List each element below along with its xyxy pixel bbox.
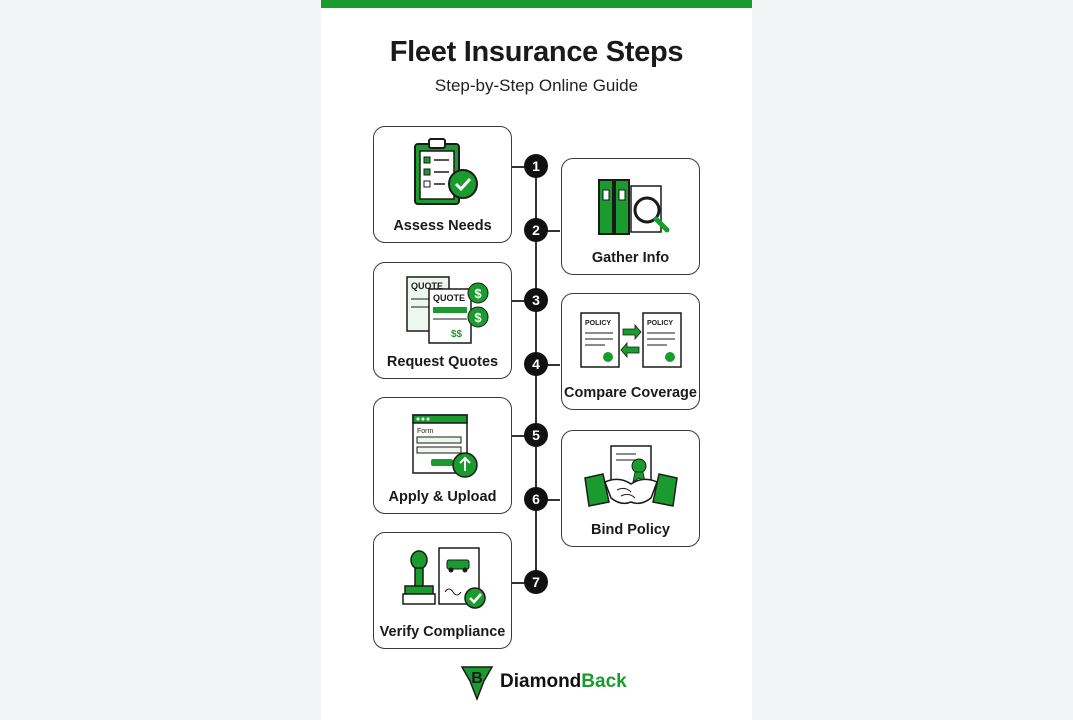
step-label-apply-upload: Apply & Upload — [388, 489, 497, 505]
step-card-gather-info: Gather Info — [561, 158, 700, 275]
step-card-verify-compliance: Verify Compliance — [373, 532, 512, 649]
step-number-7: 7 — [524, 570, 548, 594]
dollar-coin-1-text: $ — [474, 286, 482, 301]
brand-name-part1: Diamond — [500, 671, 582, 692]
handshake-certificate-icon — [583, 445, 678, 507]
step-card-request-quotes: QUOTE QUOTE $$ $ $ Request Quotes — [373, 262, 512, 379]
step-number-3: 3 — [524, 288, 548, 312]
form-text: Form — [417, 428, 434, 435]
step-card-compare-coverage: POLICY POLICY Compare Coverage — [561, 293, 700, 410]
quote-amount-text: $$ — [451, 329, 463, 340]
form-upload-icon: Form — [411, 414, 478, 478]
step-label-request-quotes: Request Quotes — [386, 354, 499, 370]
logo-letter: B — [471, 670, 483, 687]
step-label-assess-needs: Assess Needs — [393, 218, 492, 234]
connector-4 — [536, 364, 560, 366]
step-number-4: 4 — [524, 352, 548, 376]
diamondback-logo-icon: B — [460, 666, 494, 701]
policy-text-2: POLICY — [647, 320, 673, 327]
step-card-assess-needs: Assess Needs — [373, 126, 512, 243]
stamp-document-icon — [401, 547, 486, 609]
step-number-6: 6 — [524, 487, 548, 511]
brand-name: DiamondBack — [500, 671, 627, 693]
policy-compare-icon: POLICY POLICY — [579, 312, 682, 368]
step-number-5: 5 — [524, 423, 548, 447]
clipboard-checklist-icon — [413, 138, 478, 205]
dollar-coin-2-text: $ — [474, 310, 482, 325]
step-label-compare-coverage: Compare Coverage — [564, 385, 697, 401]
quote-text-1: QUOTE — [411, 281, 443, 291]
step-card-apply-upload: Form Apply & Upload — [373, 397, 512, 514]
top-accent-bar — [321, 0, 752, 8]
step-number-2: 2 — [524, 218, 548, 242]
step-card-bind-policy: Bind Policy — [561, 430, 700, 547]
connector-6 — [536, 499, 560, 501]
policy-text-1: POLICY — [585, 320, 611, 327]
quote-documents-icon: QUOTE QUOTE $$ $ $ — [405, 276, 488, 344]
step-label-bind-policy: Bind Policy — [591, 522, 670, 538]
step-label-verify-compliance: Verify Compliance — [379, 624, 506, 640]
brand-name-part2: Back — [581, 671, 627, 692]
infographic-canvas: Fleet Insurance Steps Step-by-Step Onlin… — [321, 0, 752, 720]
brand-logo: B DiamondBack — [460, 662, 627, 702]
step-label-gather-info: Gather Info — [591, 250, 670, 266]
connector-2 — [536, 230, 560, 232]
step-number-1: 1 — [524, 154, 548, 178]
page-title: Fleet Insurance Steps — [389, 36, 684, 68]
quote-text-2: QUOTE — [433, 293, 465, 303]
binders-magnifier-icon — [597, 179, 669, 235]
page-subtitle: Step-by-Step Online Guide — [434, 76, 639, 95]
